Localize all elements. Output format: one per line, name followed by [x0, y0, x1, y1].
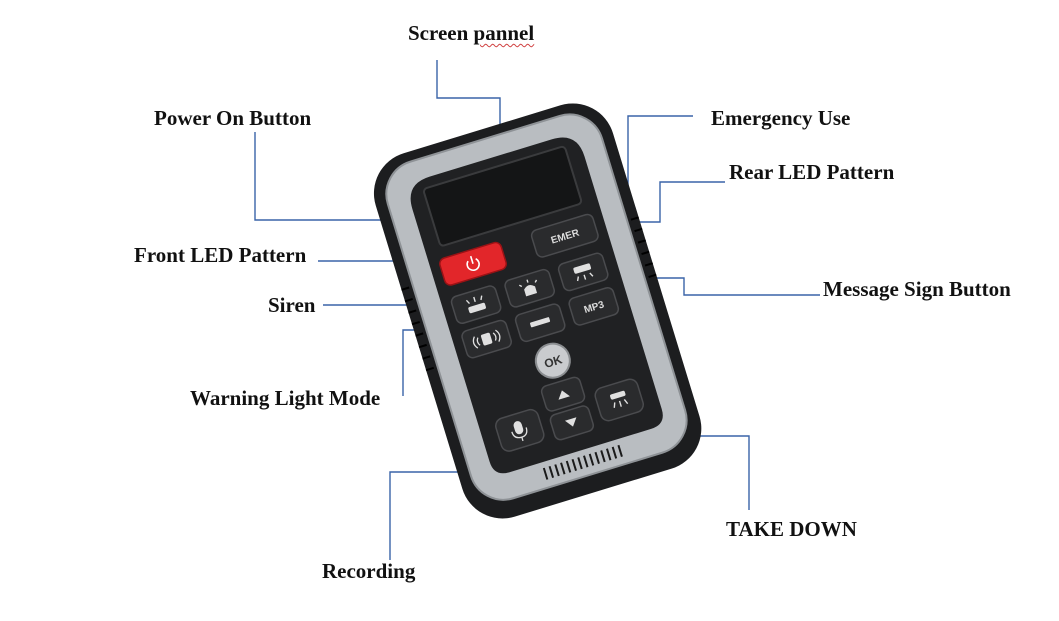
emer-button[interactable] [530, 213, 599, 258]
front-led-icon [465, 295, 486, 314]
take-down-icon [610, 390, 629, 408]
take-down-button[interactable] [593, 377, 645, 422]
label-screen-panel-word: Screen [408, 21, 474, 45]
rear-led-icon [573, 263, 594, 282]
down-arrow-icon [564, 417, 577, 427]
leader-screen-panel [436, 60, 501, 137]
beacon-icon [518, 279, 538, 297]
leader-power-on [254, 132, 418, 221]
speaker-grille [542, 444, 623, 480]
label-front-led-pattern: Front LED Pattern [134, 243, 307, 267]
label-emergency-use: Emergency Use [711, 106, 851, 130]
screen [423, 145, 583, 247]
up-arrow-icon [558, 390, 570, 400]
label-warning-light-mode: Warning Light Mode [190, 386, 381, 410]
ok-button[interactable] [532, 339, 574, 381]
message-sign-icon [529, 317, 551, 328]
label-power-on-button: Power On Button [154, 106, 312, 130]
label-screen-panel-misspelled: pannel [473, 21, 535, 45]
mp3-button[interactable] [568, 286, 620, 326]
label-recording: Recording [322, 559, 416, 583]
label-message-sign-button: Message Sign Button [823, 277, 1011, 301]
label-rear-led-pattern: Rear LED Pattern [729, 160, 895, 184]
microphone-icon [511, 421, 528, 442]
front-led-button[interactable] [450, 285, 502, 325]
label-siren: Siren [268, 293, 316, 317]
siren-icon [472, 329, 501, 349]
label-screen-panel: Screen pannel [408, 23, 534, 44]
ok-button-label: OK [542, 352, 564, 371]
rear-led-button[interactable] [557, 252, 609, 292]
label-take-down: TAKE DOWN [726, 517, 857, 541]
grip-ridges [401, 216, 657, 372]
power-icon [466, 255, 480, 271]
